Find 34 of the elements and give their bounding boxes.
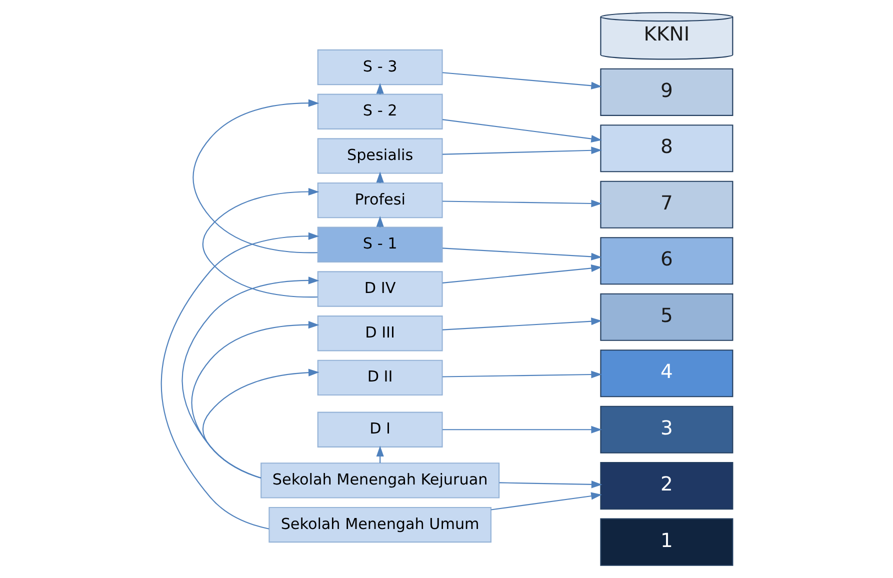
node-box: 4 xyxy=(600,350,733,398)
node-box: D IV xyxy=(316,271,442,307)
arrow xyxy=(181,276,319,478)
node-box: Sekolah Menengah Kejuruan xyxy=(260,462,500,498)
arrow xyxy=(202,368,319,478)
arrow xyxy=(442,370,602,378)
arrow xyxy=(498,480,602,488)
node-box: 7 xyxy=(600,180,733,228)
arrow xyxy=(442,72,602,90)
node-box: 8 xyxy=(600,124,733,172)
node-box: 5 xyxy=(600,293,733,341)
node-box: 2 xyxy=(600,462,733,510)
node-box: 3 xyxy=(600,406,733,454)
node-box: 6 xyxy=(600,237,733,285)
arrow xyxy=(442,119,602,143)
node-box: Spesialis xyxy=(316,138,442,174)
node-box: D I xyxy=(316,412,442,448)
node-box: D II xyxy=(316,360,442,396)
arrow xyxy=(160,232,319,530)
node-box: Sekolah Menengah Umum xyxy=(268,506,491,543)
arrow xyxy=(190,321,319,478)
node-box: 9 xyxy=(600,68,733,116)
arrow xyxy=(442,264,602,284)
arrow xyxy=(192,99,319,254)
arrow xyxy=(442,318,602,330)
node-box: D III xyxy=(316,316,442,352)
arrow xyxy=(442,146,602,155)
node-box: 1 xyxy=(600,518,733,566)
arrow xyxy=(490,492,602,510)
arrow xyxy=(442,248,602,260)
arrow xyxy=(442,426,602,434)
arrow xyxy=(442,200,602,208)
node-box: S - 3 xyxy=(316,49,442,86)
arrow xyxy=(202,188,319,298)
